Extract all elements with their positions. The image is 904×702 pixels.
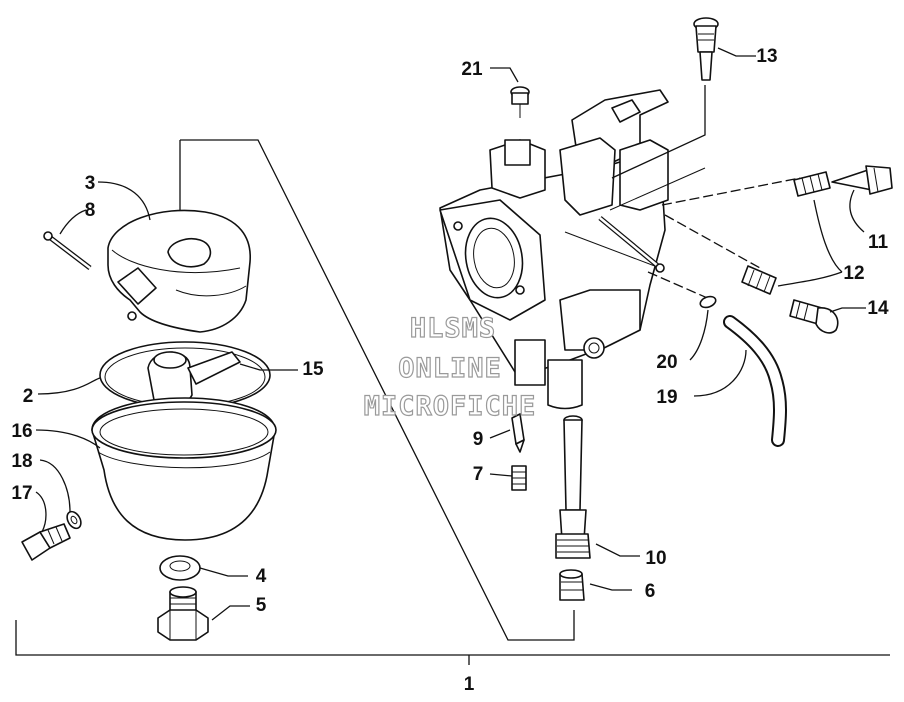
idle-screw [831, 165, 893, 195]
callout-21: 21 [461, 59, 483, 80]
drain-plug [157, 586, 209, 641]
float [147, 351, 241, 408]
vent-hose [723, 315, 787, 447]
float-needle [511, 413, 525, 453]
bowl-cover [107, 209, 251, 333]
callout-1: 1 [464, 674, 475, 695]
emulsion-tube [555, 415, 591, 559]
callout-labels: 1 2 3 4 5 6 7 8 9 10 11 12 13 14 15 16 1… [11, 46, 889, 695]
watermark-line-3: MICROFICHE [364, 391, 537, 422]
watermark-line-2: ONLINE [398, 353, 502, 384]
leader-lines [35, 47, 866, 621]
callout-10: 10 [645, 548, 666, 569]
callout-11: 11 [868, 232, 889, 253]
callout-17: 17 [11, 483, 32, 504]
washer-small [66, 510, 82, 530]
throttle-stop-screw [789, 299, 839, 334]
callout-4: 4 [256, 566, 267, 587]
callout-13: 13 [756, 46, 777, 67]
pilot-screw [693, 17, 719, 81]
screw-top [510, 86, 530, 118]
callout-19: 19 [656, 387, 677, 408]
callout-5: 5 [256, 595, 267, 616]
callout-9: 9 [473, 429, 484, 450]
callout-6: 6 [645, 581, 656, 602]
hose-clip [699, 295, 717, 309]
callout-18: 18 [11, 451, 32, 472]
callout-15: 15 [302, 359, 324, 380]
callout-12: 12 [843, 263, 864, 284]
callout-7: 7 [473, 464, 484, 485]
callout-8: 8 [85, 200, 96, 221]
callout-16: 16 [11, 421, 32, 442]
needle-spring [511, 465, 527, 491]
main-jet [559, 569, 585, 601]
spring-lower [741, 265, 777, 295]
callout-2: 2 [23, 386, 34, 407]
carburetor-body [439, 85, 801, 410]
callout-3: 3 [85, 173, 96, 194]
callout-20: 20 [656, 352, 677, 373]
watermark-line-1: HLSMS [410, 313, 496, 344]
callout-14: 14 [867, 298, 889, 319]
drain-washer [159, 555, 201, 581]
float-bowl [91, 397, 277, 541]
watermark: HLSMS ONLINE MICROFICHE [363, 312, 537, 422]
pin [43, 231, 92, 270]
spring-upper [793, 171, 831, 197]
bowl-bolt [21, 523, 71, 561]
